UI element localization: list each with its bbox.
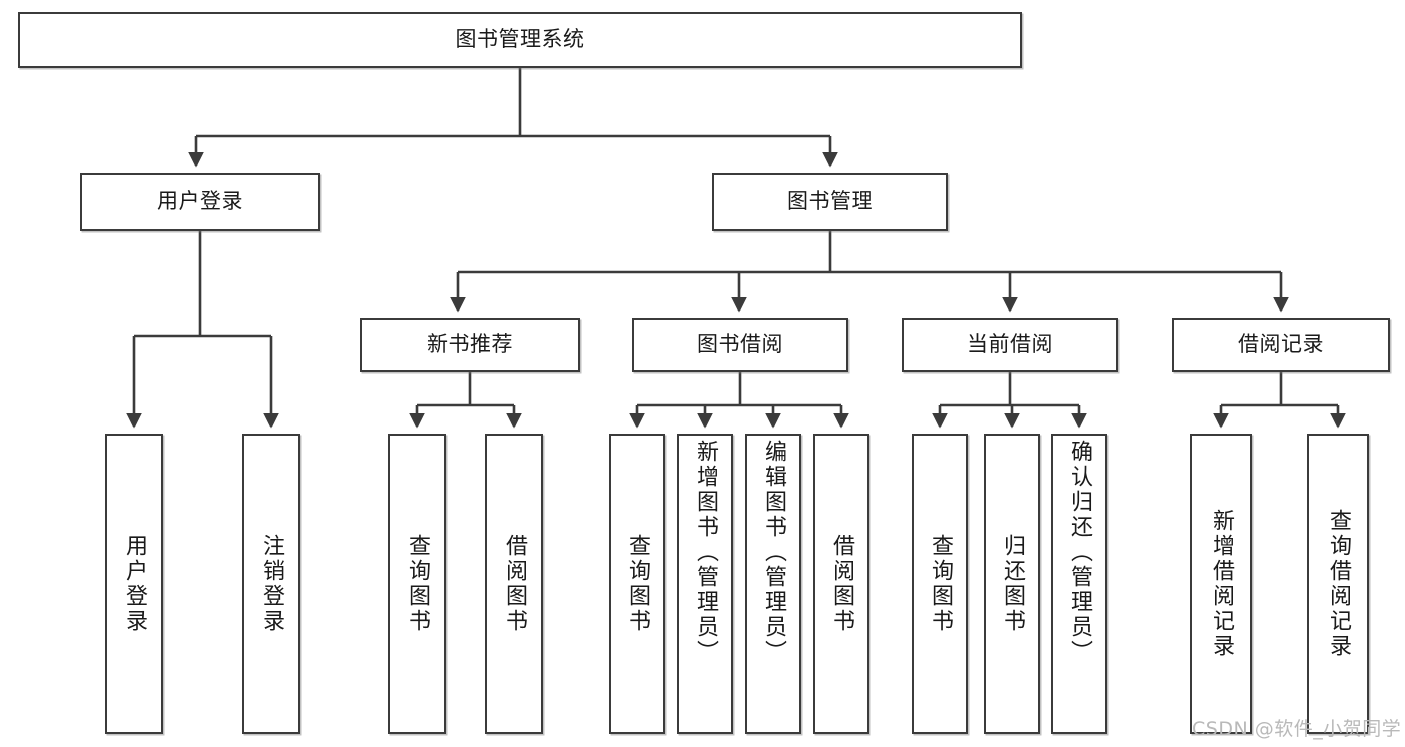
node-new-book-recommend[interactable]: 新书推荐: [360, 318, 580, 372]
node-borrow-record[interactable]: 借阅记录: [1172, 318, 1390, 372]
node-leaf-confirm-return-label: 确认归还（管理员）: [1067, 440, 1092, 665]
node-leaf-edit-book[interactable]: 编辑图书（管理员）: [745, 434, 801, 734]
node-leaf-borrow-book-2[interactable]: 借阅图书: [813, 434, 869, 734]
node-leaf-query-book-2-label: 查询图书: [625, 534, 650, 634]
node-leaf-return-book-label: 归还图书: [1000, 534, 1025, 634]
node-leaf-query-book-3-label: 查询图书: [928, 534, 953, 634]
node-book-borrow-label: 图书借阅: [697, 332, 783, 357]
node-leaf-borrow-book-1-label: 借阅图书: [502, 534, 527, 634]
node-leaf-query-book-1[interactable]: 查询图书: [388, 434, 446, 734]
node-leaf-borrow-book-2-label: 借阅图书: [829, 534, 854, 634]
node-leaf-add-book[interactable]: 新增图书（管理员）: [677, 434, 733, 734]
node-user-login[interactable]: 用户登录: [80, 173, 320, 231]
node-leaf-add-record-label: 新增借阅记录: [1209, 509, 1234, 659]
node-leaf-user-login[interactable]: 用户登录: [105, 434, 163, 734]
node-new-book-recommend-label: 新书推荐: [427, 332, 513, 357]
node-leaf-query-book-2[interactable]: 查询图书: [609, 434, 665, 734]
node-leaf-add-record[interactable]: 新增借阅记录: [1190, 434, 1252, 734]
node-leaf-query-record[interactable]: 查询借阅记录: [1307, 434, 1369, 734]
node-book-manage-label: 图书管理: [787, 189, 873, 214]
csdn-watermark: CSDN @软件_小贺同学: [1192, 718, 1402, 740]
node-leaf-confirm-return[interactable]: 确认归还（管理员）: [1051, 434, 1107, 734]
node-leaf-return-book[interactable]: 归还图书: [984, 434, 1040, 734]
node-leaf-query-record-label: 查询借阅记录: [1326, 509, 1351, 659]
node-leaf-user-logout[interactable]: 注销登录: [242, 434, 300, 734]
node-leaf-user-login-label: 用户登录: [122, 534, 147, 634]
node-leaf-query-book-1-label: 查询图书: [405, 534, 430, 634]
node-leaf-add-book-label: 新增图书（管理员）: [693, 440, 718, 665]
node-current-borrow[interactable]: 当前借阅: [902, 318, 1118, 372]
node-book-borrow[interactable]: 图书借阅: [632, 318, 848, 372]
node-leaf-query-book-3[interactable]: 查询图书: [912, 434, 968, 734]
node-current-borrow-label: 当前借阅: [967, 332, 1053, 357]
node-root-label: 图书管理系统: [455, 27, 585, 52]
node-borrow-record-label: 借阅记录: [1238, 332, 1324, 357]
node-leaf-user-logout-label: 注销登录: [259, 534, 284, 634]
node-book-manage[interactable]: 图书管理: [712, 173, 948, 231]
node-root[interactable]: 图书管理系统: [18, 12, 1022, 68]
node-user-login-label: 用户登录: [157, 189, 243, 214]
node-leaf-edit-book-label: 编辑图书（管理员）: [761, 440, 786, 665]
node-leaf-borrow-book-1[interactable]: 借阅图书: [485, 434, 543, 734]
